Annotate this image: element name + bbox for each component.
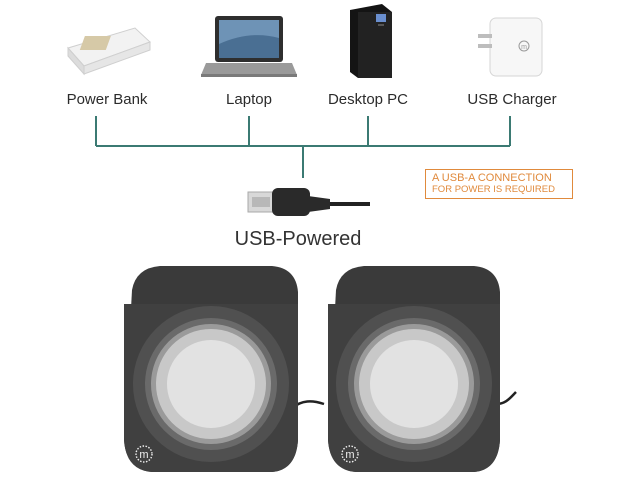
- device-label-usb-charger: USB Charger: [467, 91, 557, 108]
- svg-text:m: m: [521, 44, 527, 51]
- usb-powered-title: USB-Powered: [234, 228, 362, 250]
- speaker-right: m: [328, 266, 500, 472]
- svg-text:m: m: [345, 449, 354, 461]
- notice-line-2: FOR POWER IS REQUIRED: [432, 184, 555, 195]
- desktop-pc-icon: [350, 4, 392, 78]
- manhattan-m-logo: m: [341, 445, 359, 463]
- usb-charger-icon: m: [478, 17, 543, 77]
- connector-lines: [95, 116, 511, 178]
- laptop-icon: [201, 16, 297, 77]
- speaker-left: m: [124, 266, 298, 472]
- usb-plug-icon: [247, 188, 370, 216]
- power-bank-icon: [67, 27, 151, 76]
- usb-notice-box: A USB-A CONNECTION FOR POWER IS REQUIRED: [425, 169, 573, 199]
- device-label-laptop: Laptop: [226, 91, 272, 108]
- device-label-power-bank: Power Bank: [66, 91, 148, 108]
- svg-text:m: m: [139, 449, 148, 461]
- device-label-desktop-pc: Desktop PC: [327, 91, 409, 108]
- notice-line-1: A USB-A CONNECTION: [432, 172, 552, 184]
- manhattan-m-logo: m: [135, 445, 153, 463]
